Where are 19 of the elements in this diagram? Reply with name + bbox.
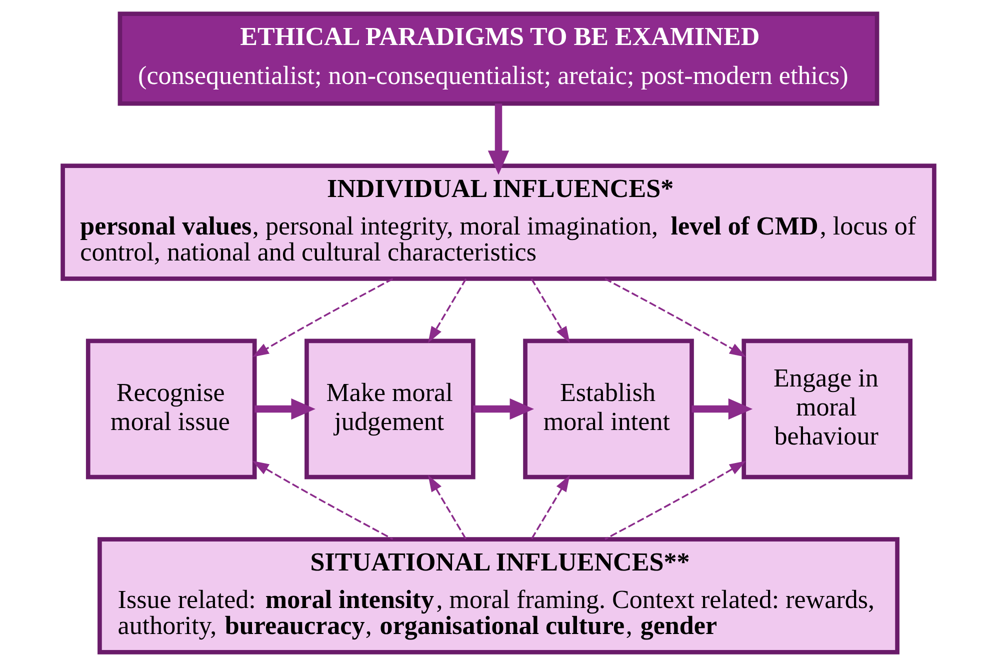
node-box: Recognise moral issue [85, 338, 256, 480]
node-box: Establish moral intent [522, 338, 694, 480]
arrow [252, 460, 393, 540]
node-box: INDIVIDUAL INFLUENCES* personal values, personal integrity, moral imagination, level of CMD, locus of control, national and cultural characteristics [60, 164, 936, 281]
arrow [428, 475, 466, 540]
arrow [604, 278, 746, 358]
arrow [604, 460, 746, 540]
arrow [252, 278, 393, 358]
node-box: SITUATIONAL INFLUENCES** Issue related: moral intensity, moral framing. Context related: rewards, authority, bureaucracy, organisational culture, gender [97, 537, 899, 654]
node-box: Engage in moral behaviour [741, 338, 912, 480]
node-box: Make moral judgement [304, 338, 475, 480]
arrow [428, 278, 466, 343]
arrow [487, 104, 509, 175]
arrow [691, 398, 752, 420]
arrow [472, 398, 534, 420]
node-box: ETHICAL PARADIGMS TO BE EXAMINED (consequentialist; non-consequentialist; aretaic; post-modern ethics) [117, 12, 879, 106]
arrow [254, 398, 315, 420]
arrow [530, 278, 570, 343]
arrow [530, 475, 570, 540]
